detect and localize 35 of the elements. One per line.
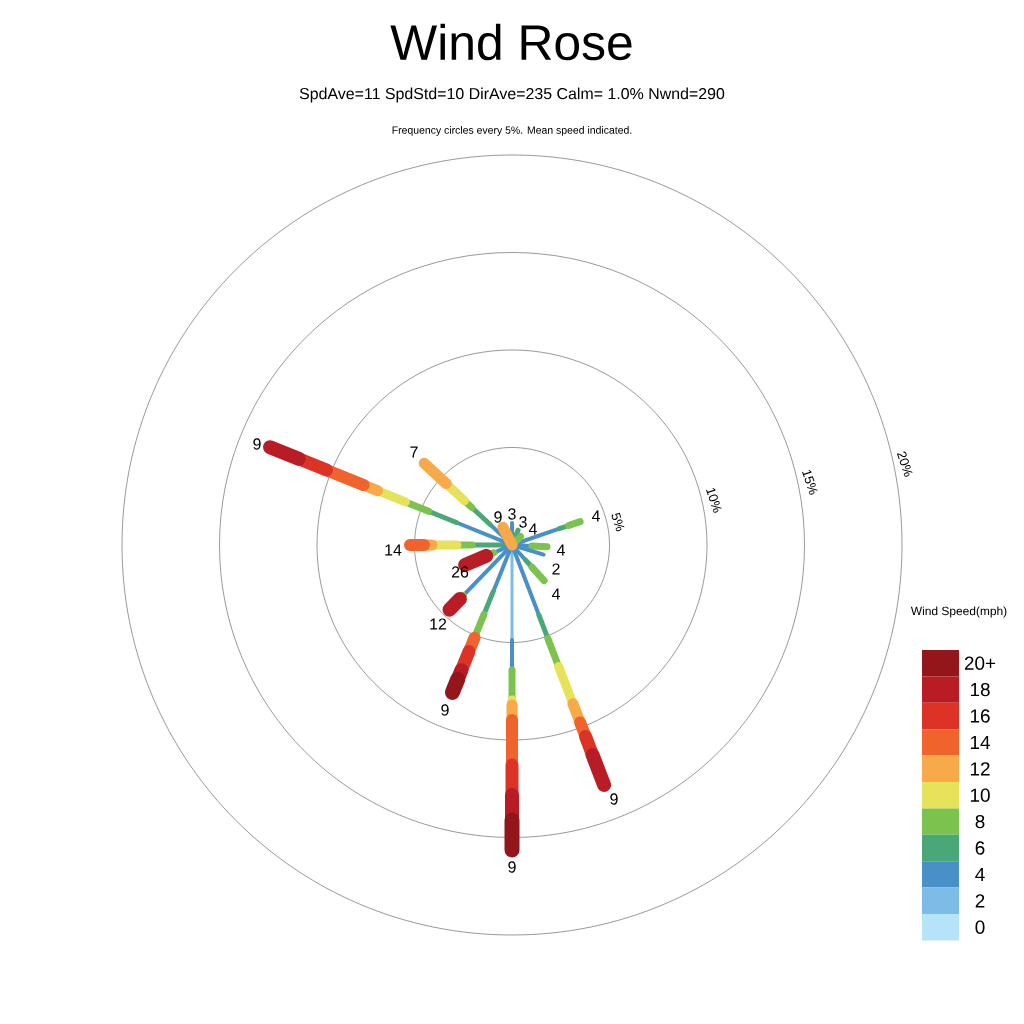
ring-label: 20% xyxy=(896,451,913,477)
speed-label: 9 xyxy=(441,704,449,716)
speed-label: 12 xyxy=(430,618,447,630)
speed-label: 4 xyxy=(528,523,537,535)
stats-text: SpdAve=11 SpdStd=10 DirAve=235 Calm= 1.0% Nwnd=290 xyxy=(299,87,725,103)
legend-label: 2 xyxy=(975,894,985,908)
legend-label: 6 xyxy=(975,841,985,855)
legend-label: 12 xyxy=(970,762,990,776)
legend-title: Wind Speed(mph) xyxy=(910,606,1007,618)
speed-label: 4 xyxy=(556,544,565,556)
speed-label: 3 xyxy=(519,516,527,528)
speed-label: 7 xyxy=(410,446,418,458)
legend-label: 18 xyxy=(970,682,990,697)
legend-label: 4 xyxy=(975,867,985,881)
legend-label: 0 xyxy=(975,920,985,934)
legend-label: 20+ xyxy=(964,656,996,670)
speed-label: 4 xyxy=(591,510,600,522)
speed-label: 14 xyxy=(385,544,402,556)
speed-label: 9 xyxy=(494,511,502,523)
speed-label: 4 xyxy=(551,588,560,600)
speed-label: 9 xyxy=(610,793,618,805)
speed-label: 2 xyxy=(552,563,560,575)
legend-label: 8 xyxy=(975,814,985,829)
speed-label: 3 xyxy=(508,508,516,520)
note-text: Frequency circles every 5%. Mean speed indicated. xyxy=(392,126,632,136)
ring-label: 10% xyxy=(706,487,722,513)
speed-label: 9 xyxy=(253,438,261,450)
title: Wind Rose xyxy=(390,23,632,61)
ring-label: 15% xyxy=(802,469,818,495)
speed-label: 26 xyxy=(451,566,469,578)
ring-label: 5% xyxy=(611,512,625,532)
legend-label: 10 xyxy=(970,788,990,802)
legend-label: 14 xyxy=(970,735,990,749)
legend-label: 16 xyxy=(970,709,990,723)
speed-label: 9 xyxy=(508,861,516,873)
